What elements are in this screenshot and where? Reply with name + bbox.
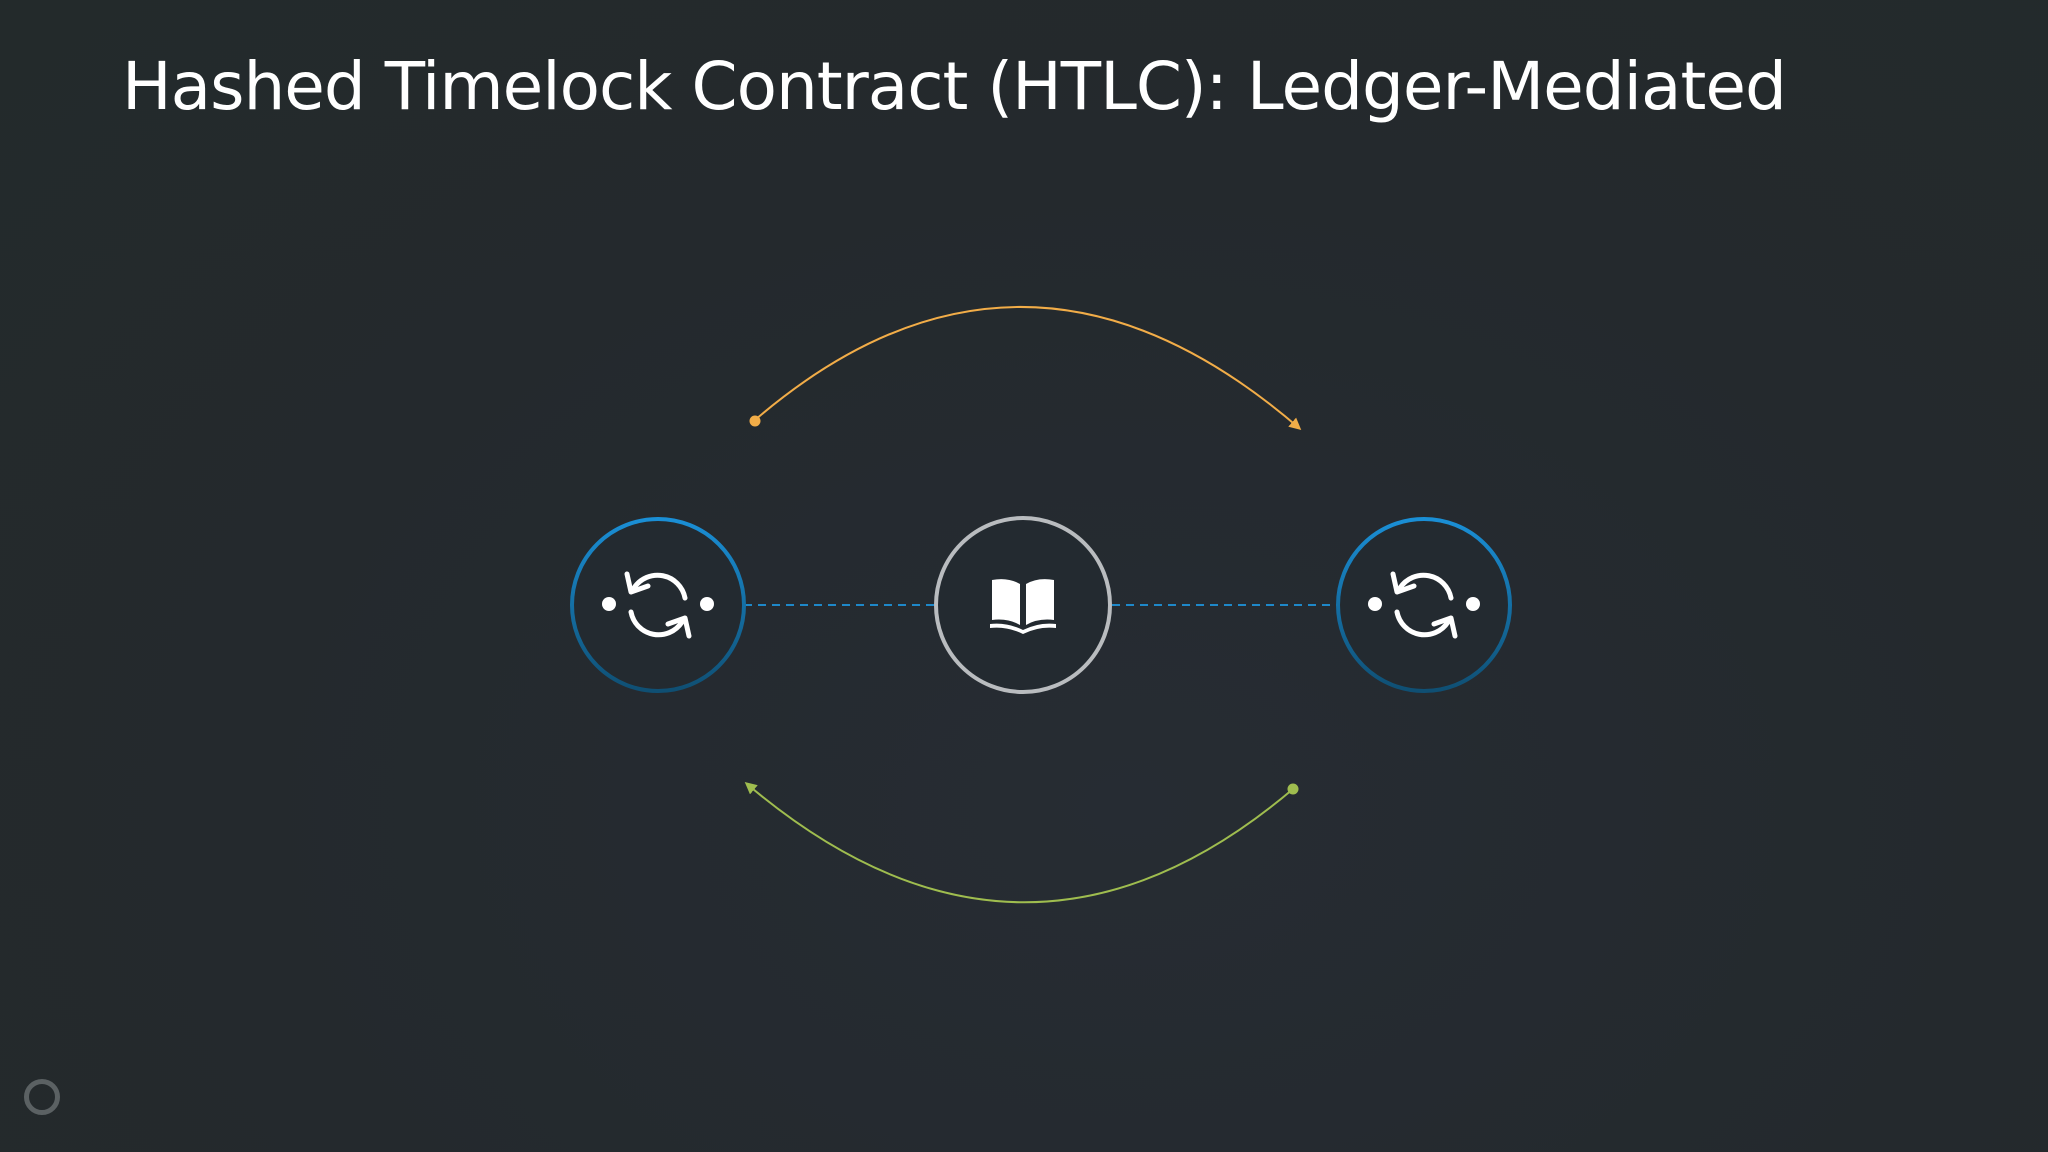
ring-icon bbox=[24, 1079, 60, 1115]
bottom-transfer-arc bbox=[744, 782, 1299, 904]
sync-exchange-icon bbox=[624, 571, 692, 639]
right-connector-dot-left bbox=[1368, 597, 1382, 611]
left-connector-dot-right bbox=[700, 597, 714, 611]
slide-title: Hashed Timelock Contract (HTLC): Ledger-… bbox=[122, 48, 1787, 125]
left-connector-node bbox=[570, 517, 746, 693]
open-book-icon bbox=[990, 579, 1056, 634]
ledger-node bbox=[934, 516, 1112, 694]
top-arc-start-dot bbox=[749, 415, 761, 427]
bottom-arc-start-dot bbox=[1287, 783, 1299, 795]
right-connector-dot-right bbox=[1466, 597, 1480, 611]
top-transfer-arc bbox=[749, 306, 1302, 430]
left-connector-dot-left bbox=[602, 597, 616, 611]
right-connector-node bbox=[1336, 517, 1512, 693]
sync-exchange-icon bbox=[1390, 571, 1458, 639]
